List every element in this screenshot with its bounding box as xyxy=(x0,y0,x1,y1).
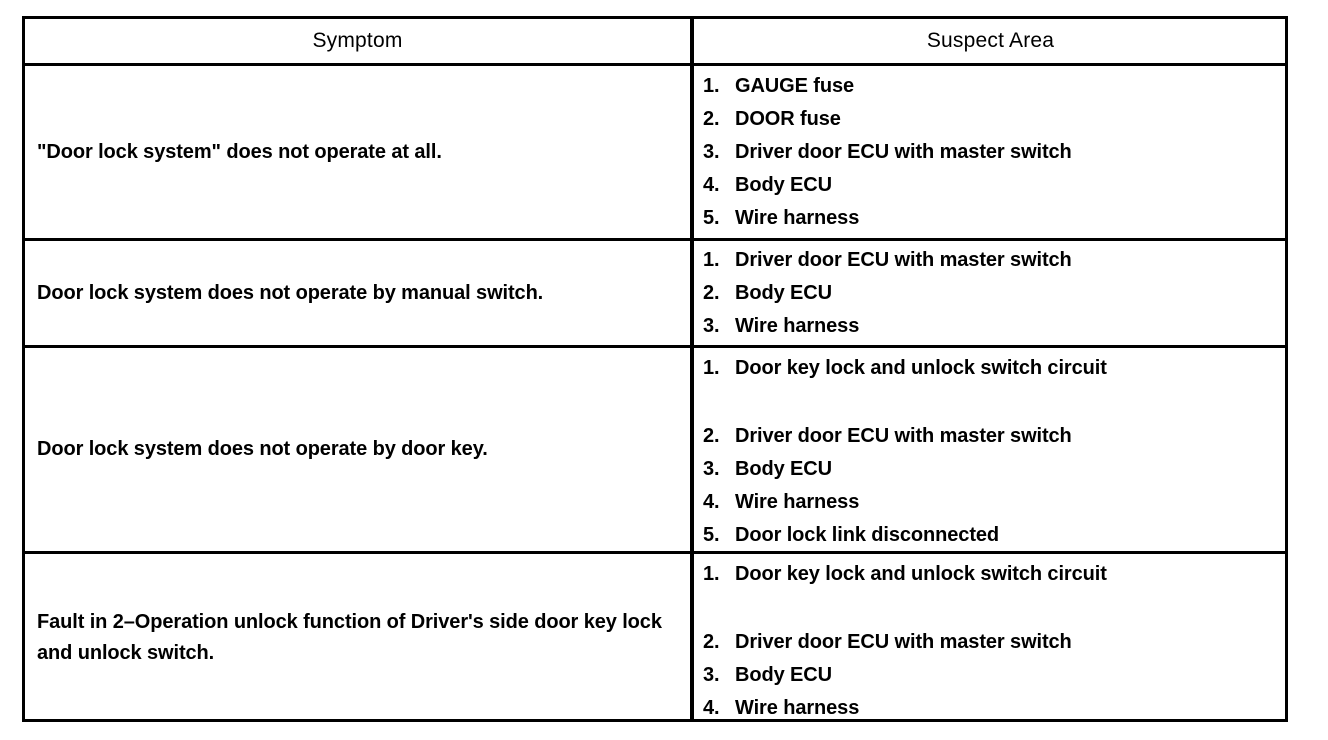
list-item-label: Body ECU xyxy=(735,664,832,686)
table-row: Fault in 2–Operation unlock function of … xyxy=(25,554,690,722)
list-item: 5. Wire harness xyxy=(703,207,1287,240)
list-item-number: 3. xyxy=(703,141,720,163)
symptom-text: Door lock system does not operate by man… xyxy=(37,281,544,304)
list-item-number: 2. xyxy=(703,108,720,130)
column-header-symptom-label: Symptom xyxy=(312,29,403,52)
list-item: 3. Body ECU xyxy=(703,458,1287,491)
column-header-suspect-area-label: Suspect Area xyxy=(926,29,1055,52)
list-item: 4. Body ECU xyxy=(703,174,1287,207)
table-row: "Door lock system" does not operate at a… xyxy=(25,66,690,238)
symptom-text: Door lock system does not operate by doo… xyxy=(37,438,488,460)
list-item: 4. Wire harness xyxy=(703,491,1287,524)
list-item-label: GAUGE fuse xyxy=(735,75,855,97)
table-row: Door lock system does not operate by man… xyxy=(25,241,690,345)
list-item: 1. Driver door ECU with master switch xyxy=(703,249,1287,282)
list-item-number: 5. xyxy=(703,524,720,546)
list-item-number: 3. xyxy=(703,664,720,686)
symptom-text: "Door lock system" does not operate at a… xyxy=(37,140,442,163)
list-item-number: 5. xyxy=(703,207,720,229)
row-rule-1 xyxy=(25,238,1285,241)
row-rule-2 xyxy=(25,345,1285,348)
suspect-area-list: 1. Driver door ECU with master switch 2.… xyxy=(703,249,1287,348)
list-item-number: 1. xyxy=(703,75,720,97)
list-item-label: Wire harness xyxy=(735,491,860,513)
suspect-area-list: 1. Door key lock and unlock switch circu… xyxy=(703,357,1287,557)
column-divider xyxy=(690,19,694,719)
table-inner: Symptom Suspect Area "Door lock system" … xyxy=(25,19,1285,719)
diagnostic-troubleshooting-table: Symptom Suspect Area "Door lock system" … xyxy=(22,16,1288,722)
list-item-label: Driver door ECU with master switch xyxy=(735,249,1072,271)
list-item-label: Door lock link disconnected xyxy=(735,524,1000,546)
suspect-area-cell: 1. Door key lock and unlock switch circu… xyxy=(694,554,1287,722)
suspect-area-list: 1. GAUGE fuse 2. DOOR fuse 3. Driver doo… xyxy=(703,75,1287,240)
list-item-label: Driver door ECU with master switch xyxy=(735,425,1072,447)
list-item-number: 3. xyxy=(703,458,720,480)
list-item: 2. Driver door ECU with master switch xyxy=(703,425,1287,458)
list-item-number: 1. xyxy=(703,249,720,271)
list-item: 2. Body ECU xyxy=(703,282,1287,315)
table-row: Door lock system does not operate by doo… xyxy=(25,348,690,551)
list-item-number: 2. xyxy=(703,631,720,653)
list-item: 1. Door key lock and unlock switch circu… xyxy=(703,563,1287,596)
list-item-number: 1. xyxy=(703,357,720,379)
list-item-number: 4. xyxy=(703,174,720,196)
list-item-label: Body ECU xyxy=(735,458,832,480)
list-item-number: 4. xyxy=(703,491,720,513)
list-item: 1. GAUGE fuse xyxy=(703,75,1287,108)
suspect-area-cell: 1. Door key lock and unlock switch circu… xyxy=(694,348,1287,551)
list-item: 3. Wire harness xyxy=(703,315,1287,348)
symptom-text: Fault in 2–Operation unlock function of … xyxy=(37,611,662,664)
column-header-symptom: Symptom xyxy=(25,19,690,63)
list-item-label: DOOR fuse xyxy=(735,108,841,130)
list-item-number: 2. xyxy=(703,282,720,304)
list-item-label: Wire harness xyxy=(735,697,860,719)
column-header-suspect-area: Suspect Area xyxy=(694,19,1287,63)
list-item-number: 2. xyxy=(703,425,720,447)
list-item: 1. Door key lock and unlock switch circu… xyxy=(703,357,1287,390)
list-item: 2. DOOR fuse xyxy=(703,108,1287,141)
list-item-label: Driver door ECU with master switch xyxy=(735,141,1072,163)
list-item: 2. Driver door ECU with master switch xyxy=(703,631,1287,664)
list-item-label: Door key lock and unlock switch circuit xyxy=(735,563,1107,585)
list-item-label: Body ECU xyxy=(735,174,832,196)
list-item-label: Driver door ECU with master switch xyxy=(735,631,1072,653)
list-item-number: 3. xyxy=(703,315,720,337)
list-item-label: Wire harness xyxy=(735,207,860,229)
list-item-number: 4. xyxy=(703,697,720,719)
list-item-label: Wire harness xyxy=(735,315,860,337)
list-item-number: 1. xyxy=(703,563,720,585)
list-item: 5. Door lock link disconnected xyxy=(703,524,1287,557)
list-item: 3. Driver door ECU with master switch xyxy=(703,141,1287,174)
list-item: 3. Body ECU xyxy=(703,664,1287,697)
suspect-area-list: 1. Door key lock and unlock switch circu… xyxy=(703,563,1287,730)
list-item-label: Body ECU xyxy=(735,282,832,304)
list-item-label: Door key lock and unlock switch circuit xyxy=(735,357,1107,379)
row-rule-3 xyxy=(25,551,1285,554)
header-rule xyxy=(25,63,1285,66)
list-item: 4. Wire harness xyxy=(703,697,1287,730)
suspect-area-cell: 1. Driver door ECU with master switch 2.… xyxy=(694,241,1287,345)
suspect-area-cell: 1. GAUGE fuse 2. DOOR fuse 3. Driver doo… xyxy=(694,66,1287,238)
